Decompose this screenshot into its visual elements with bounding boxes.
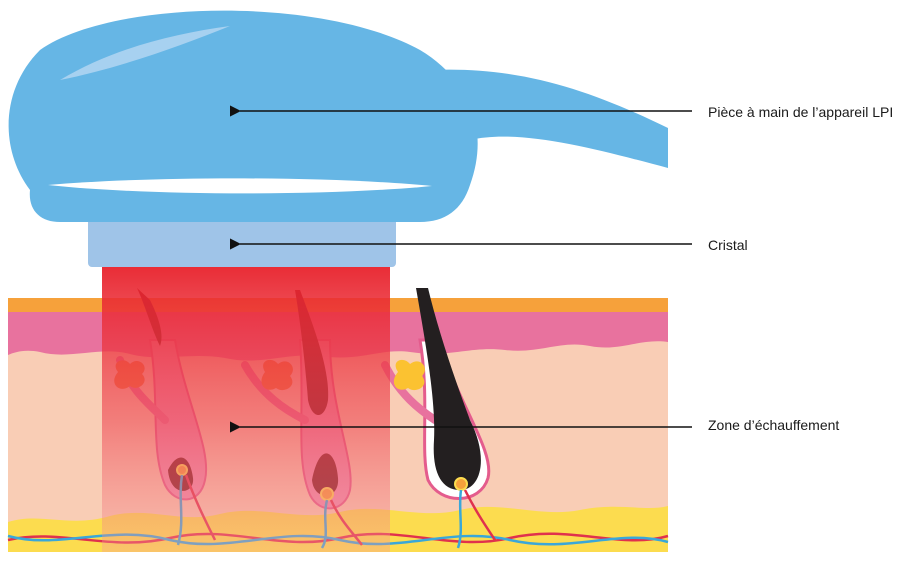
label-heating-zone: Zone d’échauffement: [708, 417, 840, 433]
handpiece-body: [8, 10, 478, 222]
ipl-handpiece: [8, 10, 668, 222]
sebaceous-gland-3: [393, 359, 425, 391]
label-handpiece: Pièce à main de l’appareil LPI: [708, 104, 894, 120]
label-crystal: Cristal: [708, 237, 748, 253]
light-beam: [102, 265, 390, 552]
handpiece-handle: [430, 69, 668, 190]
handpiece-highlight: [60, 26, 230, 80]
papilla-3: [454, 477, 468, 491]
crystal: [88, 217, 396, 267]
handpiece-slot: [48, 178, 432, 194]
